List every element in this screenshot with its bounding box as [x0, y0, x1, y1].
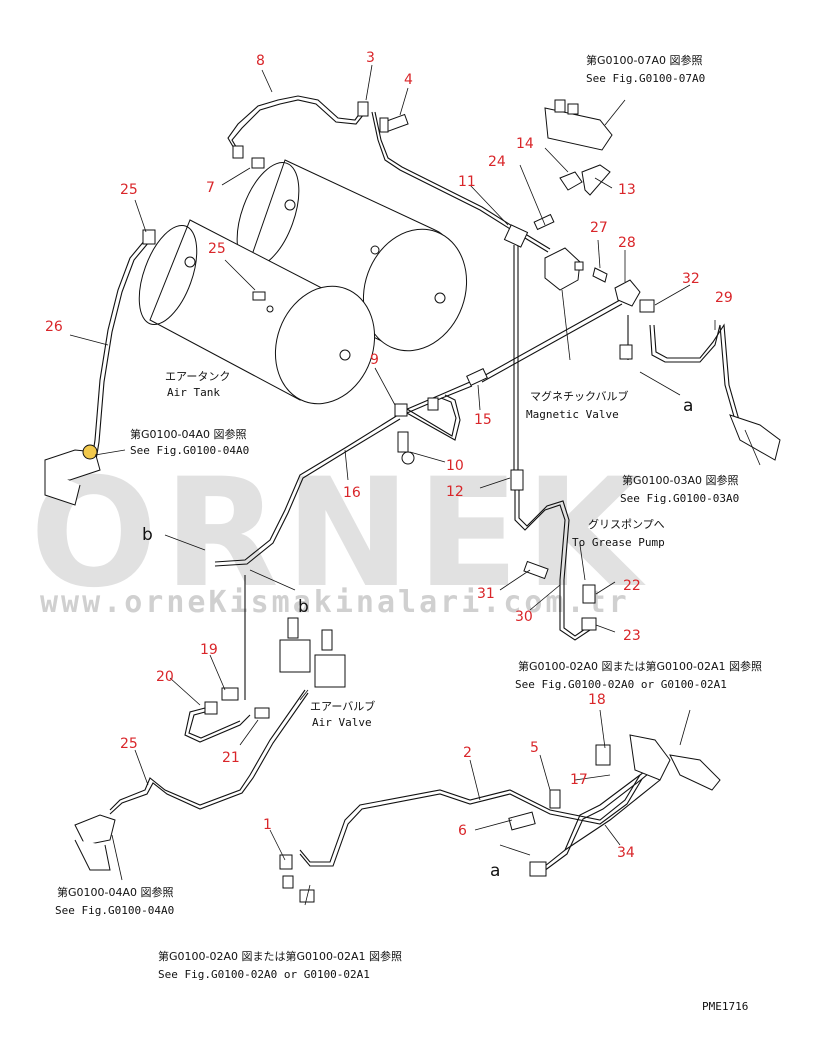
- watermark: ORNEK www.orneKismakinalari.com.tr: [30, 447, 647, 621]
- part-number: 30: [515, 609, 533, 625]
- magnetic-valve: [544, 247, 608, 291]
- connection-letters: a a b b: [142, 396, 693, 881]
- ref-02a0-bottom-jp: 第G0100-02A0 図または第G0100-02A1 図参照: [158, 949, 402, 963]
- magnetic-valve-label-en: Magnetic Valve: [526, 408, 619, 421]
- connection-letter-b: b: [142, 525, 153, 545]
- part-number-labels: 8 3 4 7 14 24 11 13 25 27 28 25 32 29 26…: [45, 50, 733, 861]
- part-number: 25: [120, 182, 138, 198]
- grease-pump-label-en: To Grease Pump: [572, 536, 665, 549]
- part-number: 25: [208, 241, 226, 257]
- magnetic-valve-label-jp: マグネチックバルブ: [530, 389, 628, 403]
- ref-02a0-top-en: See Fig.G0100-02A0 or G0100-02A1: [515, 678, 727, 691]
- connection-letter-a: a: [683, 396, 693, 416]
- part-number: 9: [370, 352, 379, 368]
- ref-04a0-bottom-jp: 第G0100-04A0 図参照: [57, 885, 174, 899]
- part-number: 17: [570, 772, 588, 788]
- part-number: 10: [446, 458, 464, 474]
- part-number: 19: [200, 642, 218, 658]
- ref-02a0-bottom-en: See Fig.G0100-02A0 or G0100-02A1: [158, 968, 370, 981]
- part-number: 13: [618, 182, 636, 198]
- part-number: 6: [458, 823, 467, 839]
- part-number: 29: [715, 290, 733, 306]
- figure-references: 第G0100-07A0 図参照 See Fig.G0100-07A0 第G010…: [55, 53, 762, 981]
- part-number: 20: [156, 669, 174, 685]
- grease-pump-label-jp: グリスポンプへ: [588, 517, 665, 531]
- valve-assembly-07a0: [544, 99, 613, 196]
- part-number: 31: [477, 586, 495, 602]
- part-number: 27: [590, 220, 608, 236]
- air-tank-front: [138, 219, 376, 405]
- air-tank-label-en: Air Tank: [167, 386, 220, 399]
- watermark-brand: ORNEK: [30, 447, 647, 621]
- part-number: 21: [222, 750, 240, 766]
- part-number: 15: [474, 412, 492, 428]
- ref-07a0-en: See Fig.G0100-07A0: [586, 72, 705, 85]
- part-number: 26: [45, 319, 63, 335]
- air-tank-label-jp: エアータンク: [165, 370, 230, 383]
- part-number: 2: [463, 745, 472, 761]
- ref-03a0-jp: 第G0100-03A0 図参照: [622, 473, 739, 487]
- part-number: 7: [206, 180, 215, 196]
- air-valve-label-jp: エアーバルブ: [310, 699, 375, 713]
- watermark-url: www.orneKismakinalari.com.tr: [40, 585, 630, 620]
- part-number: 18: [588, 692, 606, 708]
- component-labels: エアータンク Air Tank マグネチックバルブ Magnetic Valve…: [165, 370, 665, 729]
- part-number: 8: [256, 53, 265, 69]
- part-number: 11: [458, 174, 476, 190]
- part-number: 24: [488, 154, 506, 170]
- leader-lines: [69, 64, 761, 906]
- ref-03a0-en: See Fig.G0100-03A0: [620, 492, 739, 505]
- part-number: 34: [617, 845, 635, 861]
- ref-07a0-jp: 第G0100-07A0 図参照: [586, 53, 703, 67]
- part-number: 16: [343, 485, 361, 501]
- part-number: 5: [530, 740, 539, 756]
- part-number: 3: [366, 50, 375, 66]
- ref-04a0-bottom-en: See Fig.G0100-04A0: [55, 904, 174, 917]
- part-number: 12: [446, 484, 464, 500]
- ref-04a0-top-en: See Fig.G0100-04A0: [130, 444, 249, 457]
- fittings: [44, 101, 781, 903]
- ref-04a0-top-jp: 第G0100-04A0 図参照: [130, 427, 247, 441]
- part-number: 4: [404, 72, 413, 88]
- part-number: 1: [263, 817, 272, 833]
- piping: [91, 95, 740, 875]
- air-valve-label-en: Air Valve: [312, 716, 372, 729]
- connection-letter-a: a: [490, 861, 500, 881]
- drawing-code: PME1716: [702, 1000, 748, 1013]
- part-number: 25: [120, 736, 138, 752]
- part-number: 14: [516, 136, 534, 152]
- ref-02a0-top-jp: 第G0100-02A0 図または第G0100-02A1 図参照: [518, 659, 762, 673]
- part-number: 23: [623, 628, 641, 644]
- part-number: 28: [618, 235, 636, 251]
- part-number: 22: [623, 578, 641, 594]
- connection-letter-b: b: [298, 597, 309, 617]
- part-number: 32: [682, 271, 700, 287]
